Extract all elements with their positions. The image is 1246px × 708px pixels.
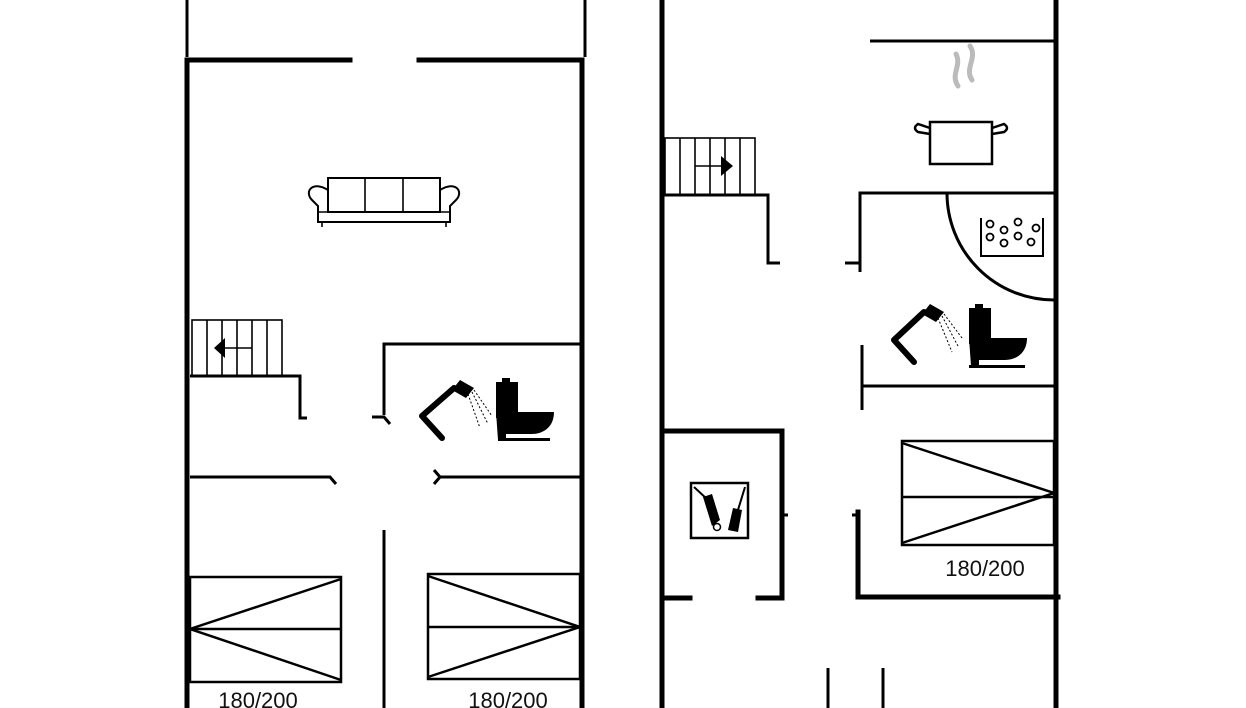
toilet-icon: [969, 304, 1027, 368]
bed-size-label: 180/200: [218, 688, 298, 708]
sofa-icon: [307, 177, 461, 227]
bed-size-label: 180/200: [945, 556, 1025, 581]
bed-size-label: 180/200: [468, 688, 548, 708]
stairs-icon: [664, 137, 756, 196]
walls: [184, 0, 587, 708]
stairs-icon: [191, 319, 283, 377]
shower-icon: [891, 304, 963, 365]
hot-tub-icon: [980, 217, 1044, 257]
cooking-pot-icon: [913, 43, 1009, 166]
double-bed-icon: [900, 439, 1059, 547]
double-bed-icon: [186, 575, 343, 684]
washing-machine-icon: [689, 481, 750, 540]
walls: [659, 0, 1061, 708]
double-bed-icon: [426, 572, 584, 681]
toilet-icon: [496, 378, 554, 441]
right-plan: 180/200: [659, 0, 1061, 708]
shower-icon: [419, 380, 493, 441]
left-plan: 180/200 180/200: [184, 0, 587, 708]
